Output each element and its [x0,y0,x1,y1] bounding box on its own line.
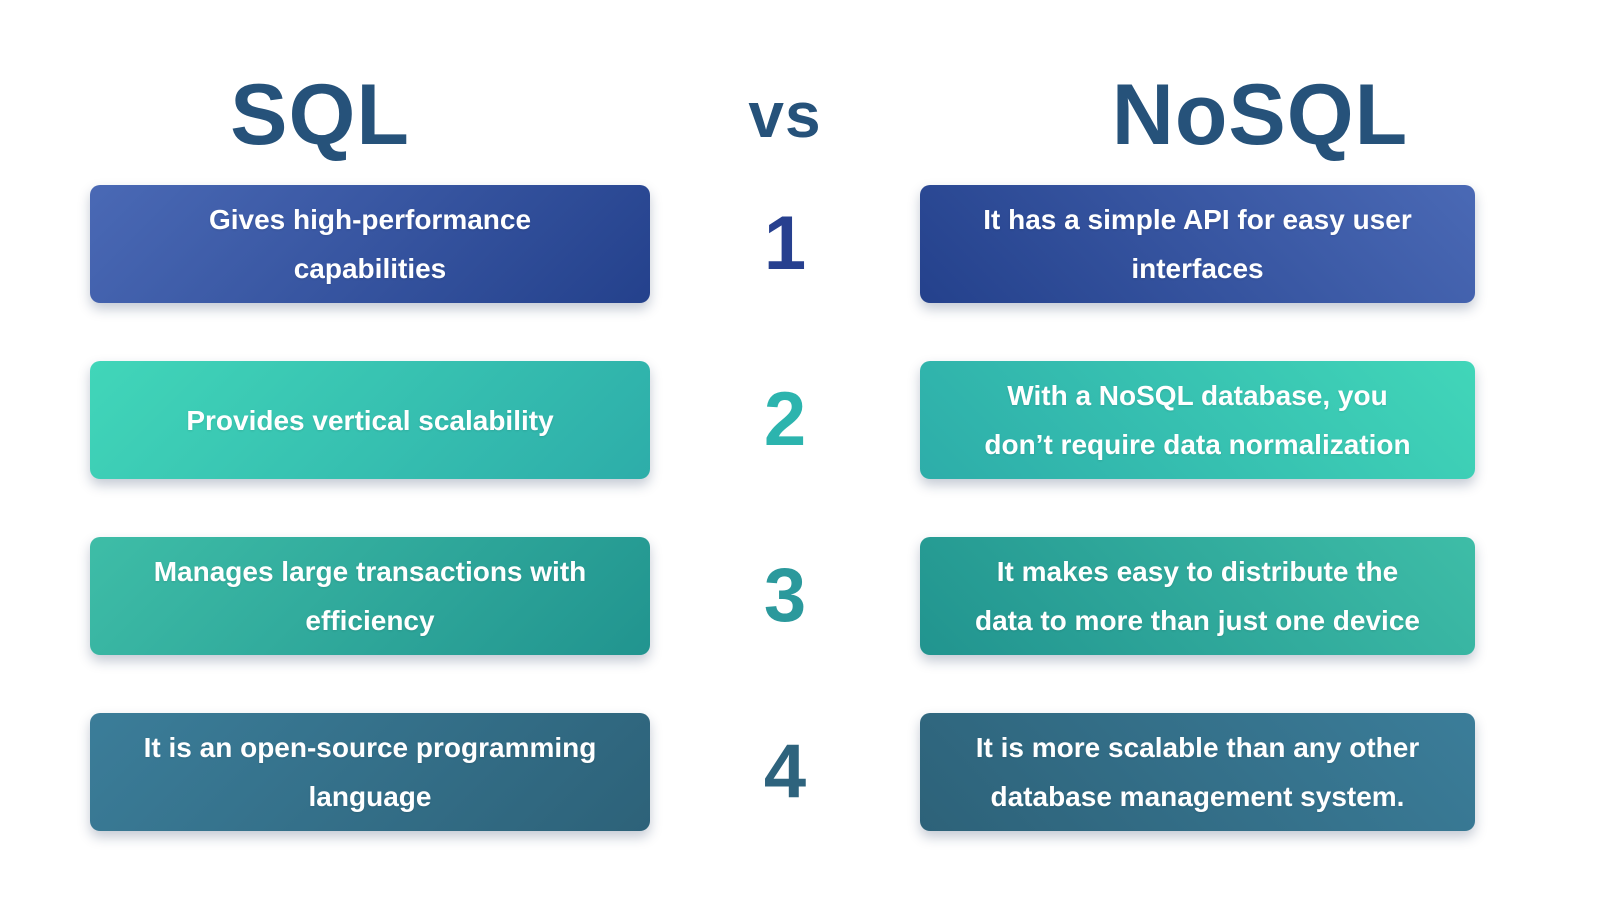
comparison-row-3: Manages large transactions with efficien… [0,537,1600,655]
sql-point-1-text: Gives high-performance capabilities [208,204,532,284]
sql-point-2: Provides vertical scalability [90,361,650,479]
nosql-point-3-text: It makes easy to distribute the data to … [975,556,1420,636]
sql-point-2-text: Provides vertical scalability [186,404,554,436]
row-number-4: 4 [763,729,807,814]
title-vs-separator: vs [748,79,822,151]
title-sql: SQL [230,67,410,163]
nosql-point-2-text: With a NoSQL database, you don’t require… [984,380,1411,460]
title-nosql: NoSQL [1111,67,1409,163]
comparison-row-2: Provides vertical scalability 2 With a N… [0,361,1600,479]
sql-point-3: Manages large transactions with efficien… [90,537,650,655]
nosql-point-4-text: It is more scalable than any other datab… [975,732,1420,812]
comparison-row-4: It is an open-source programming languag… [0,713,1600,831]
row-number-3: 3 [763,553,807,638]
sql-point-4: It is an open-source programming languag… [90,713,650,831]
nosql-point-4: It is more scalable than any other datab… [920,713,1475,831]
sql-point-1: Gives high-performance capabilities [90,185,650,303]
comparison-row-1: Gives high-performance capabilities 1 It… [0,185,1600,303]
sql-point-3-text: Manages large transactions with efficien… [153,556,587,636]
row-number-1: 1 [763,201,807,286]
nosql-point-2: With a NoSQL database, you don’t require… [920,361,1475,479]
sql-point-4-text: It is an open-source programming languag… [143,732,597,812]
row-number-2: 2 [763,377,807,462]
nosql-point-1-text: It has a simple API for easy user interf… [983,204,1412,284]
nosql-point-3: It makes easy to distribute the data to … [920,537,1475,655]
nosql-point-1: It has a simple API for easy user interf… [920,185,1475,303]
